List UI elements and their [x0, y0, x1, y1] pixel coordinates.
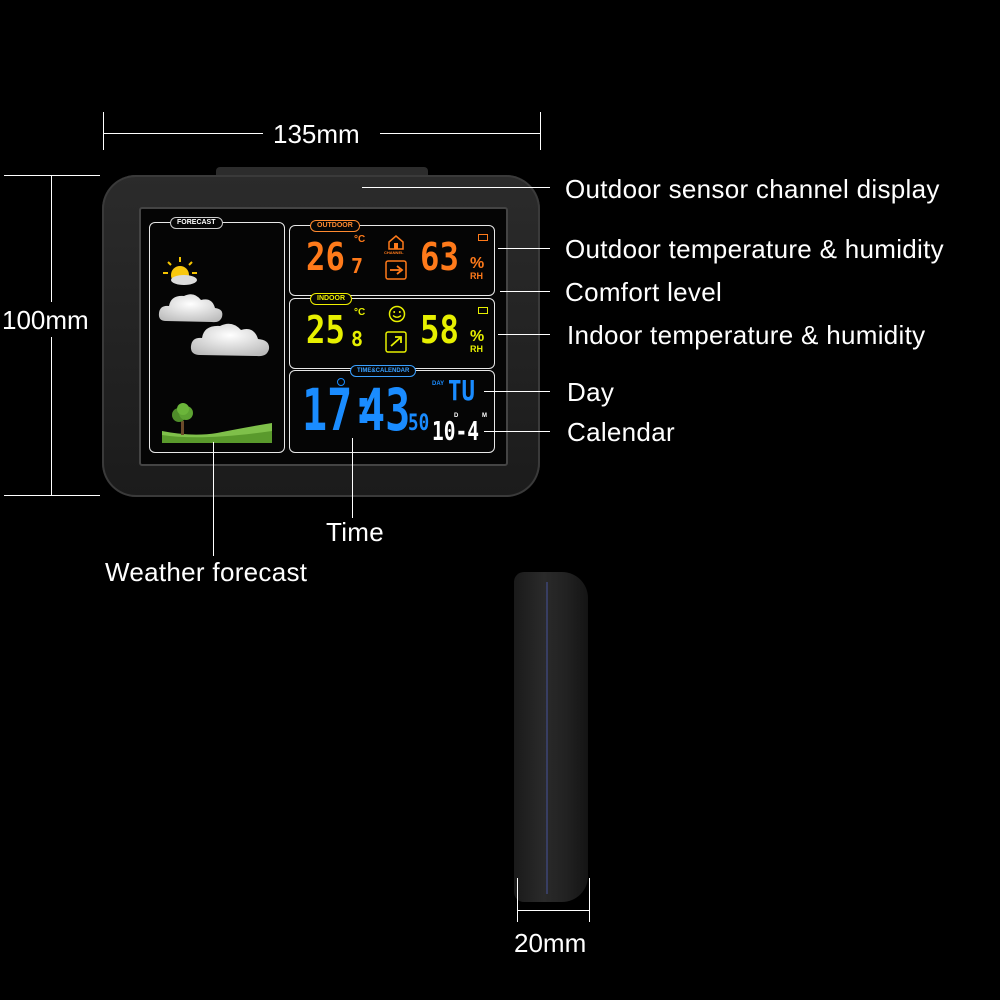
sun-icon	[163, 257, 197, 285]
time-calendar-panel: TIME&CALENDAR 17 : 43 50 DAY TU D M 10-4	[289, 365, 495, 453]
indoor-humidity-unit: %	[470, 328, 485, 345]
height-dim-line-bottom	[51, 337, 52, 495]
width-dim-right-tick	[540, 112, 541, 150]
leader-day	[484, 391, 550, 392]
width-dimension-label: 135mm	[273, 119, 360, 149]
outdoor-rh-label: RH	[470, 271, 483, 281]
callout-indoor-temp-humidity: Indoor temperature & humidity	[567, 320, 926, 350]
callout-comfort-level: Comfort level	[565, 277, 723, 307]
time-calendar-tag: TIME&CALENDAR	[350, 365, 417, 377]
arrow-up-icon	[385, 331, 407, 353]
device-side-seam	[546, 582, 548, 894]
indoor-temperature-integer: 25	[306, 308, 345, 352]
leader-weather-forecast	[213, 442, 214, 556]
depth-dimension-label: 20mm	[514, 928, 587, 958]
depth-dim-line	[517, 910, 589, 911]
indoor-temperature-unit: °C	[354, 307, 366, 318]
battery-icon	[478, 307, 488, 314]
callout-outdoor-temp-humidity: Outdoor temperature & humidity	[565, 234, 944, 264]
time-seconds: 50	[408, 411, 430, 436]
alarm-icon	[337, 378, 345, 386]
smiley-icon	[388, 305, 406, 323]
leader-comfort-level	[500, 291, 550, 292]
house-icon	[388, 235, 404, 250]
callout-day: Day	[567, 377, 615, 407]
outdoor-temperature-decimal: 7	[351, 254, 364, 278]
height-dim-bottom-tick	[4, 495, 100, 496]
height-dim-top-tick	[4, 175, 100, 176]
day-label: DAY	[432, 381, 445, 387]
forecast-tag: FORECAST	[170, 217, 223, 229]
depth-dim-right-tick	[589, 878, 590, 922]
leader-outdoor-sensor-channel	[362, 187, 550, 188]
height-dimension-label: 100mm	[2, 305, 89, 335]
leader-time	[352, 438, 353, 518]
device-side-view	[514, 572, 588, 902]
height-dim-line-top	[51, 175, 52, 302]
indoor-tag: INDOOR	[310, 293, 352, 305]
cloud-icon	[158, 294, 223, 323]
day-value: TU	[448, 374, 475, 407]
width-dim-line-left	[103, 133, 263, 134]
time-minutes: 43	[360, 376, 411, 444]
cloud-icon	[190, 323, 270, 357]
m-label: M	[482, 413, 487, 419]
callout-time: Time	[326, 517, 385, 547]
time-colon: :	[349, 379, 378, 435]
calendar-date: 10-4	[432, 417, 479, 447]
outdoor-panel: OUTDOOR 26 7 °C CHANNEL 63 % RH	[289, 220, 495, 296]
callout-calendar: Calendar	[567, 417, 675, 447]
battery-icon	[478, 234, 488, 241]
outdoor-temperature-unit: °C	[354, 234, 366, 245]
leader-outdoor-temp-humidity	[498, 248, 550, 249]
outdoor-temperature-integer: 26	[306, 235, 345, 279]
callout-outdoor-sensor-channel: Outdoor sensor channel display	[565, 174, 940, 204]
width-dim-left-tick	[103, 112, 104, 150]
indoor-panel: INDOOR 25 8 °C 58 % RH	[289, 293, 495, 369]
width-dim-line-right	[380, 133, 540, 134]
lcd-screen: FORECAST	[139, 207, 508, 466]
leader-indoor-temp-humidity	[498, 334, 550, 335]
leader-calendar	[484, 431, 550, 432]
depth-dim-left-tick	[517, 878, 518, 922]
tree-icon	[162, 403, 272, 443]
d-label: D	[454, 413, 459, 419]
channel-label: CHANNEL	[384, 250, 404, 255]
indoor-temperature-decimal: 8	[351, 327, 364, 351]
indoor-humidity: 58	[420, 308, 459, 352]
arrow-right-icon	[385, 260, 407, 280]
time-hours: 17	[302, 376, 353, 444]
outdoor-humidity-unit: %	[470, 255, 485, 272]
callout-weather-forecast: Weather forecast	[105, 557, 308, 587]
forecast-panel: FORECAST	[149, 217, 285, 453]
outdoor-tag: OUTDOOR	[310, 220, 360, 232]
indoor-rh-label: RH	[470, 344, 483, 354]
outdoor-humidity: 63	[420, 235, 459, 279]
